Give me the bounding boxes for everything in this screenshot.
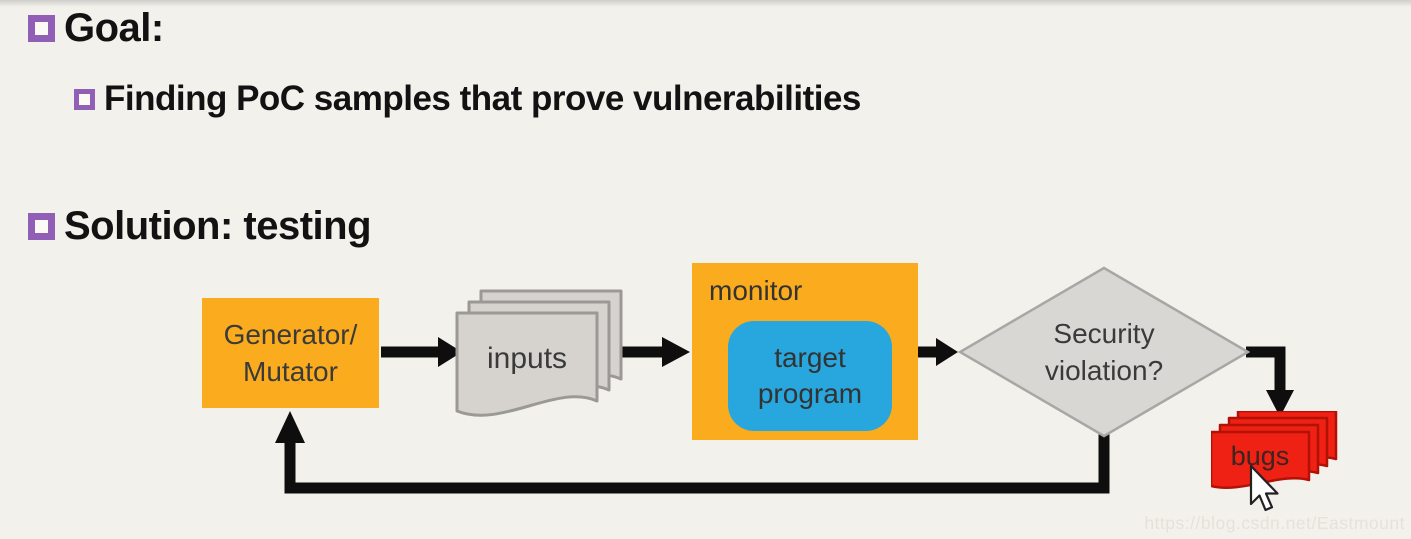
goal-subtext: Finding PoC samples that prove vulnerabi… bbox=[104, 79, 861, 118]
monitor-node: monitor target program bbox=[692, 263, 918, 440]
mouse-cursor-icon bbox=[1249, 464, 1279, 512]
arrowhead-icon bbox=[438, 337, 462, 367]
goal-heading: Goal: bbox=[64, 6, 164, 50]
arrowhead-icon bbox=[662, 337, 690, 367]
monitor-label: monitor bbox=[709, 275, 803, 306]
bugs-document-stack-icon bbox=[1211, 411, 1338, 489]
target-label-line2: program bbox=[757, 378, 863, 409]
arrowhead-icon bbox=[1266, 390, 1294, 417]
bullet-solution: Solution: testing bbox=[28, 204, 372, 249]
generator-mutator-node: Generator/ Mutator bbox=[202, 298, 379, 408]
bullet-goal: Goal: bbox=[28, 6, 164, 51]
square-bullet-icon bbox=[28, 15, 55, 42]
watermark-url: https://blog.csdn.net/Eastmount bbox=[1144, 513, 1405, 533]
arrowhead-icon bbox=[275, 411, 305, 443]
inputs-document-stack-icon bbox=[455, 289, 623, 417]
arrow-feedback-loop bbox=[284, 430, 1110, 494]
arrowhead-icon bbox=[936, 338, 958, 366]
target-label-line1: target bbox=[774, 342, 846, 373]
decision-diamond-icon bbox=[958, 266, 1250, 438]
square-bullet-icon bbox=[74, 88, 95, 110]
square-bullet-icon bbox=[28, 213, 55, 240]
target-program-node: target program bbox=[728, 321, 892, 431]
top-edge-shade bbox=[0, 0, 1411, 7]
generator-label-line1: Generator/ bbox=[223, 319, 358, 350]
solution-heading: Solution: testing bbox=[64, 204, 372, 248]
generator-label-line2: Mutator bbox=[243, 356, 338, 387]
bullet-goal-sub: Finding PoC samples that prove vulnerabi… bbox=[74, 79, 861, 119]
arrow-decision-to-bugs bbox=[1246, 346, 1286, 392]
